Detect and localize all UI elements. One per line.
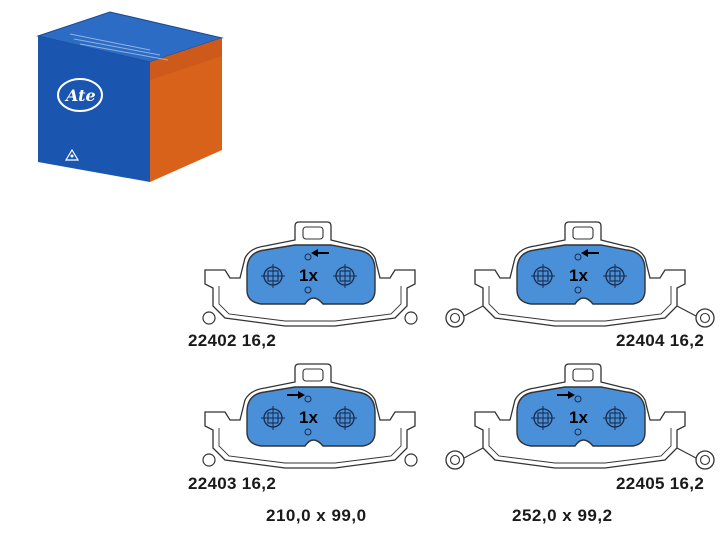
brake-pad-drawing-22404: 1x (445, 218, 715, 333)
friction-material (246, 386, 376, 447)
quantity-label: 1x (299, 408, 318, 427)
quantity-label: 1x (569, 266, 588, 285)
pad-outline: 1x (202, 221, 418, 327)
part-number-label: 22402 16,2 (188, 331, 277, 350)
part-number-label: 22405 16,2 (616, 474, 705, 493)
product-box-image: Ate (0, 0, 230, 200)
friction-material (246, 244, 376, 305)
pad-outline: 1x (202, 363, 418, 469)
dimensions-right: 252,0 x 99,2 (512, 506, 613, 525)
brake-pad-drawing-22405: 1x (445, 360, 715, 475)
brake-pad-drawing-22403: 1x (195, 360, 425, 475)
pad-outline: 1x (445, 363, 715, 470)
friction-material (516, 244, 646, 305)
dimensions-left: 210,0 x 99,0 (266, 506, 367, 525)
brake-pad-drawing-22402: 1x (195, 218, 425, 333)
part-number-label: 22403 16,2 (188, 474, 277, 493)
quantity-label: 1x (299, 266, 318, 285)
pad-outline: 1x (445, 221, 715, 328)
part-number-label: 22404 16,2 (616, 331, 705, 350)
friction-material (516, 386, 646, 447)
quantity-label: 1x (569, 408, 588, 427)
svg-text:Ate: Ate (64, 86, 96, 105)
ate-logo-icon: Ate (57, 78, 103, 112)
